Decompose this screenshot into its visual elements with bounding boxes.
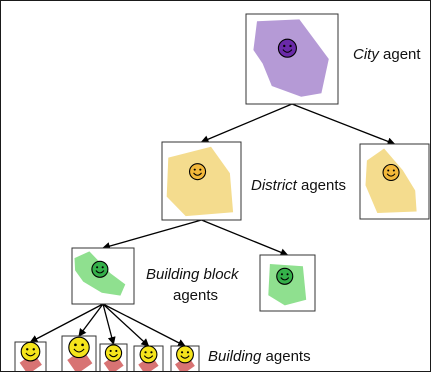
smiley-icon [176, 345, 194, 364]
edge-district-1-to-block-1 [102, 219, 202, 250]
smiley-icon [68, 336, 90, 359]
smiley-icon [189, 163, 207, 181]
smiley-icon [276, 267, 294, 285]
edges [29, 103, 396, 347]
smiley-icon [277, 38, 297, 58]
smiley-icon [104, 344, 123, 362]
edge-block-1-to-building-4 [102, 303, 150, 347]
node-building-1 [14, 341, 47, 371]
building-footprint [67, 349, 93, 371]
edge-district-1-to-block-2 [201, 219, 289, 257]
nodes [14, 13, 430, 371]
edge-block-1-to-building-2 [78, 303, 104, 337]
smiley-icon [91, 260, 109, 278]
smiley-icon [139, 345, 158, 364]
node-city [245, 13, 339, 105]
node-building-2 [61, 335, 97, 371]
smiley-icon [382, 163, 400, 182]
node-building-3 [99, 343, 128, 371]
node-district-1 [161, 141, 242, 221]
node-building-4 [133, 345, 164, 371]
city-area-shape [253, 19, 329, 97]
edge-city-to-district-1 [200, 103, 293, 143]
building-agents-label: Building agents [208, 348, 311, 365]
smiley-icon [20, 341, 41, 362]
edge-city-to-district-2 [291, 103, 396, 146]
edge-block-1-to-building-1 [29, 303, 104, 343]
node-building-5 [170, 345, 200, 371]
edge-block-1-to-building-5 [102, 303, 186, 347]
building-block-agents-label-line2: agents [173, 287, 219, 304]
node-block-2 [259, 254, 316, 312]
city-agent-label: City agent [353, 46, 421, 63]
district-area-shape [166, 146, 234, 217]
node-district-2 [359, 143, 430, 220]
edge-block-1-to-building-3 [102, 303, 116, 345]
node-block-1 [71, 247, 135, 305]
building-block-agents-label-line1: Building block [146, 266, 239, 283]
district-agents-label: District agents [251, 177, 347, 194]
